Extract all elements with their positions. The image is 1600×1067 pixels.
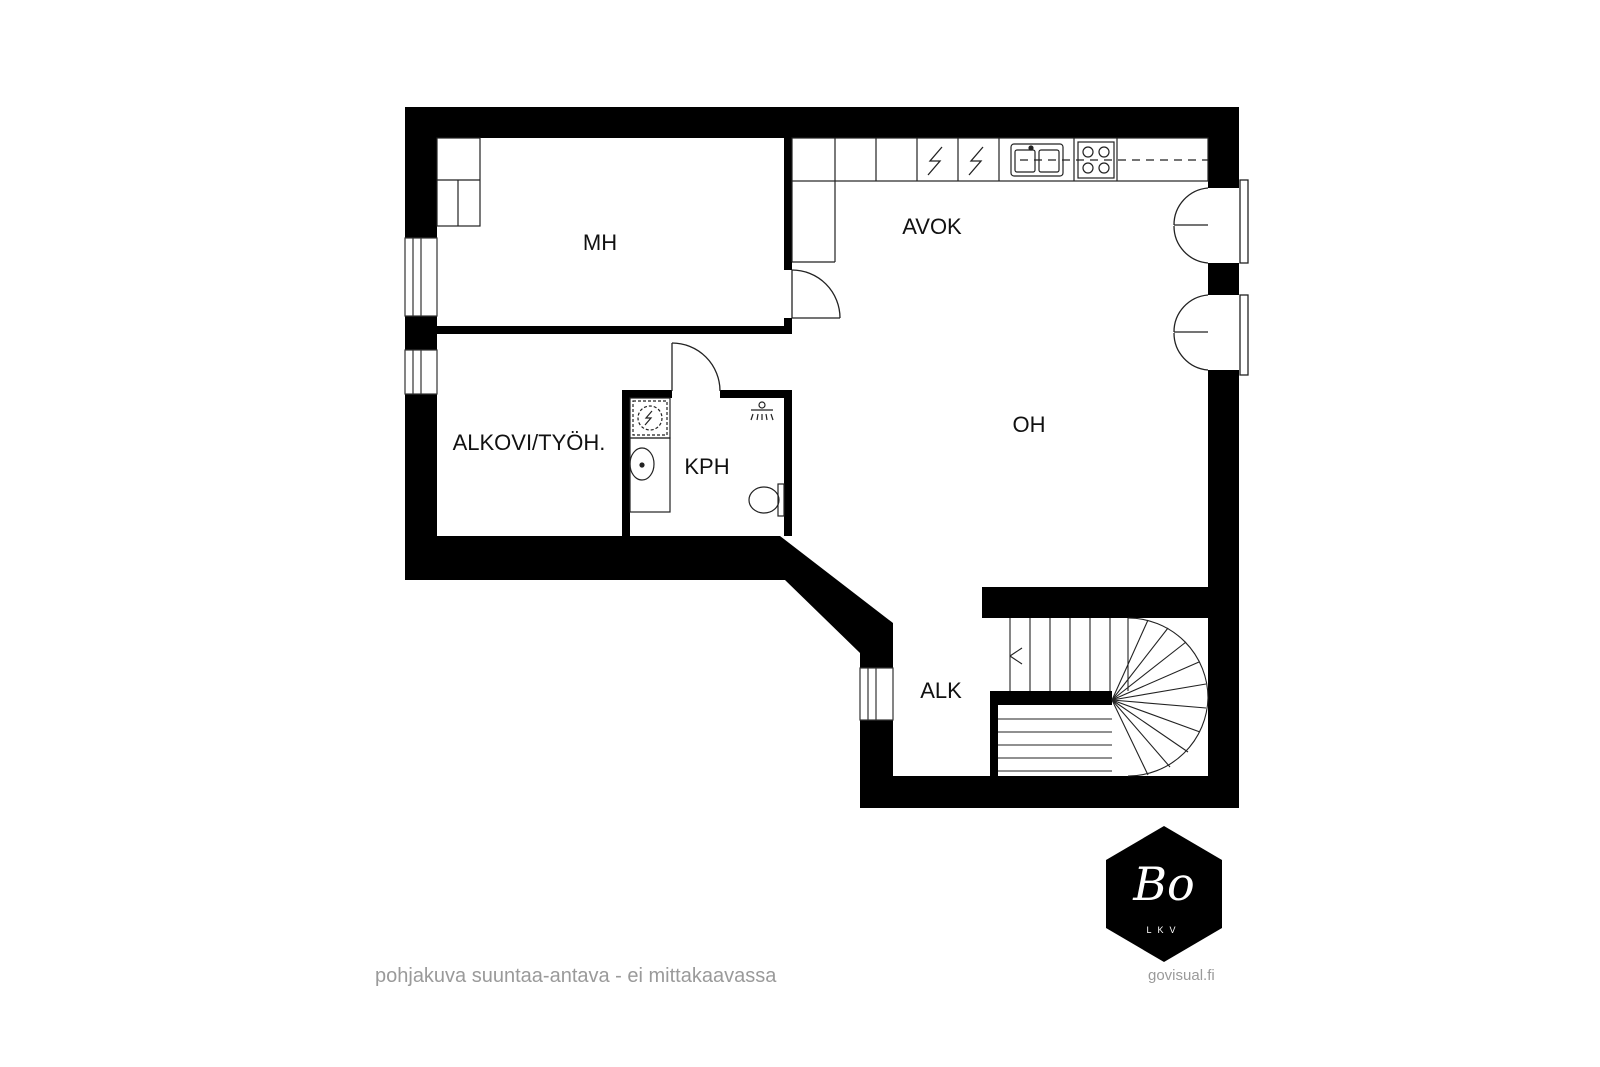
interior-doors <box>671 269 841 392</box>
logo-monogram: Bo <box>1132 857 1195 911</box>
washbasin-icon <box>629 437 671 513</box>
appliance-lightning-icon <box>927 146 984 176</box>
room-label-alkovi: ALKOVI/TYÖH. <box>453 430 606 455</box>
room-label-avok: AVOK <box>902 214 962 239</box>
interior-walls <box>437 138 1208 776</box>
wall-stair-left <box>990 691 998 776</box>
kitchen-counter <box>791 137 1209 263</box>
toilet-icon <box>748 483 785 517</box>
room-label-mh: MH <box>583 230 617 255</box>
shower-icon <box>750 401 774 421</box>
wall-mh-right <box>784 138 792 270</box>
wall-kph-right <box>784 390 792 536</box>
room-label-alk: ALK <box>920 678 962 703</box>
room-labels: MH AVOK OH ALKOVI/TYÖH. KPH ALK <box>453 214 1046 703</box>
disclaimer-note: pohjakuva suuntaa-antava - ei mittakaava… <box>375 965 777 987</box>
wall-kph-top <box>622 390 672 398</box>
room-label-oh: OH <box>1013 412 1046 437</box>
wall-stair-top <box>982 587 1208 618</box>
wall-kph-left <box>622 390 630 536</box>
room-label-kph: KPH <box>684 454 729 479</box>
bo-lkv-logo: Bo LKV <box>1106 826 1222 962</box>
washing-machine-icon <box>629 397 671 439</box>
logo-subtitle: LKV <box>1146 925 1181 935</box>
windows <box>404 237 894 721</box>
wall-mh-bottom <box>437 326 792 334</box>
wall-stair-mid <box>990 691 1112 705</box>
stove-icon <box>1077 141 1115 179</box>
credit-text: govisual.fi <box>1148 967 1215 984</box>
balcony-doors <box>1173 179 1249 376</box>
sink-icon <box>1010 143 1064 177</box>
wardrobe-mh <box>436 137 481 227</box>
staircase <box>998 617 1209 777</box>
